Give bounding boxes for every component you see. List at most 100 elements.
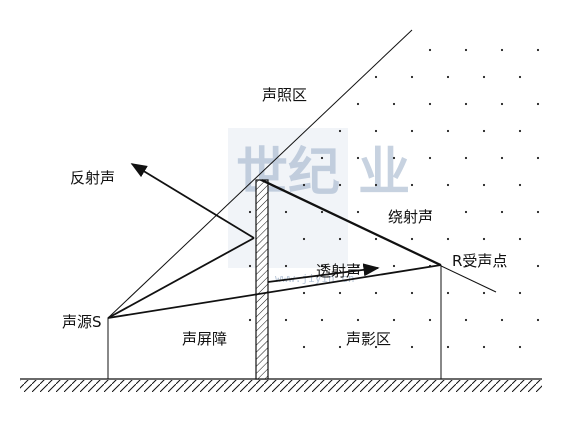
- shadow-zone-dot: [410, 237, 414, 241]
- shadow-zone-dot: [464, 318, 468, 322]
- shadow-zone-dot: [320, 318, 324, 322]
- shadow-zone-dot: [536, 264, 540, 268]
- shadow-zone-dot: [536, 102, 540, 106]
- shadow-zone-dot: [248, 318, 252, 322]
- shadow-zone-label: 声影区: [346, 330, 391, 348]
- shadow-zone-dot: [428, 210, 432, 214]
- shadow-zone-dot: [482, 291, 486, 295]
- shadow-zone-dot: [518, 291, 522, 295]
- shadow-zone-dot: [500, 264, 504, 268]
- shadow-zone-dot: [374, 129, 378, 133]
- shadow-zone-dot: [410, 345, 414, 349]
- shadow-zone-dot: [302, 237, 306, 241]
- shadow-zone-dot: [374, 183, 378, 187]
- shadow-zone-dot: [248, 210, 252, 214]
- shadow-zone-dot: [302, 183, 306, 187]
- shadow-zone-dot: [320, 156, 324, 160]
- boundary-ray: [107, 29, 413, 319]
- shadow-zone-dot: [482, 129, 486, 133]
- shadow-zone-dot: [482, 237, 486, 241]
- shadow-zone-dot: [464, 210, 468, 214]
- shadow-zone-dot: [392, 264, 396, 268]
- shadow-zone-dot: [518, 75, 522, 79]
- shadow-zone-dot: [518, 237, 522, 241]
- shadow-zone-dot: [464, 48, 468, 52]
- shadow-zone-dot: [338, 129, 342, 133]
- shadow-zone-dot: [482, 183, 486, 187]
- shadow-zone-dot: [464, 264, 468, 268]
- shadow-zone-dot: [356, 264, 360, 268]
- shadow-zone-dot: [338, 345, 342, 349]
- sound-barrier-hatch: [256, 180, 268, 379]
- transmitted-arrow: [267, 263, 380, 283]
- shadow-zone-dot: [338, 291, 342, 295]
- incident-ray: [107, 237, 255, 319]
- shadow-zone-dot: [374, 345, 378, 349]
- shadow-zone-dot: [374, 75, 378, 79]
- receiver-label: R受声点: [452, 252, 507, 270]
- shadow-zone-dot: [536, 210, 540, 214]
- barrier-label: 声屏障: [182, 330, 227, 348]
- shadow-zone-dot: [446, 345, 450, 349]
- shadow-zone-dot: [464, 102, 468, 106]
- shadow-zone-dot: [464, 156, 468, 160]
- shadow-zone-dot: [536, 156, 540, 160]
- shadow-zone-dot: [482, 345, 486, 349]
- shadow-zone-dot: [356, 156, 360, 160]
- shadow-zone-dots: [248, 48, 540, 349]
- shadow-zone-dot: [284, 210, 288, 214]
- direct-ray: [107, 264, 442, 319]
- shadow-zone-dot: [518, 129, 522, 133]
- shadow-zone-dot: [500, 318, 504, 322]
- shadow-zone-dot: [356, 210, 360, 214]
- shadow-zone-dot: [356, 102, 360, 106]
- shadow-zone-dot: [338, 237, 342, 241]
- shadow-zone-dot: [338, 183, 342, 187]
- shadow-zone-dot: [392, 210, 396, 214]
- shadow-zone-dot: [284, 318, 288, 322]
- shadow-zone-dot: [302, 291, 306, 295]
- shadow-zone-dot: [446, 129, 450, 133]
- shadow-zone-dot: [392, 156, 396, 160]
- shadow-zone-dot: [410, 129, 414, 133]
- diffracted-ray: [261, 179, 442, 266]
- source-label: 声源S: [62, 313, 102, 331]
- transmitted-sound-label: 透射声: [316, 262, 361, 280]
- shadow-zone-dot: [428, 102, 432, 106]
- shadow-zone-dot: [536, 48, 540, 52]
- shadow-zone-dot: [518, 345, 522, 349]
- diffracted-sound-label: 绕射声: [388, 208, 433, 226]
- shadow-zone-dot: [374, 291, 378, 295]
- shadow-zone-dot: [410, 291, 414, 295]
- ground: [20, 378, 542, 392]
- shadow-zone-dot: [284, 264, 288, 268]
- reflected-sound-label: 反射声: [70, 169, 115, 187]
- shadow-zone-dot: [428, 156, 432, 160]
- shadow-zone-dot: [482, 75, 486, 79]
- shadow-zone-dot: [446, 183, 450, 187]
- shadow-zone-dot: [392, 318, 396, 322]
- shadow-zone-dot: [500, 156, 504, 160]
- shadow-zone-dot: [536, 318, 540, 322]
- shadow-zone-dot: [392, 102, 396, 106]
- shadow-zone-dot: [446, 291, 450, 295]
- shadow-zone-dot: [410, 75, 414, 79]
- shadow-zone-dot: [320, 210, 324, 214]
- shadow-zone-dot: [500, 102, 504, 106]
- shadow-zone-dot: [428, 48, 432, 52]
- shadow-zone-dot: [410, 183, 414, 187]
- illuminated-zone-label: 声照区: [262, 86, 307, 104]
- watermark: 世纪 业 www.jiyin.cn: [228, 128, 410, 285]
- shadow-zone-dot: [356, 318, 360, 322]
- shadow-zone-dot: [446, 75, 450, 79]
- shadow-zone-dot: [302, 345, 306, 349]
- shadow-zone-dot: [374, 237, 378, 241]
- shadow-zone-dot: [446, 237, 450, 241]
- shadow-zone-dot: [248, 264, 252, 268]
- shadow-zone-dot: [320, 264, 324, 268]
- shadow-zone-dot: [500, 48, 504, 52]
- shadow-zone-dot: [428, 318, 432, 322]
- reflected-ray: [130, 163, 255, 239]
- shadow-zone-dot: [500, 210, 504, 214]
